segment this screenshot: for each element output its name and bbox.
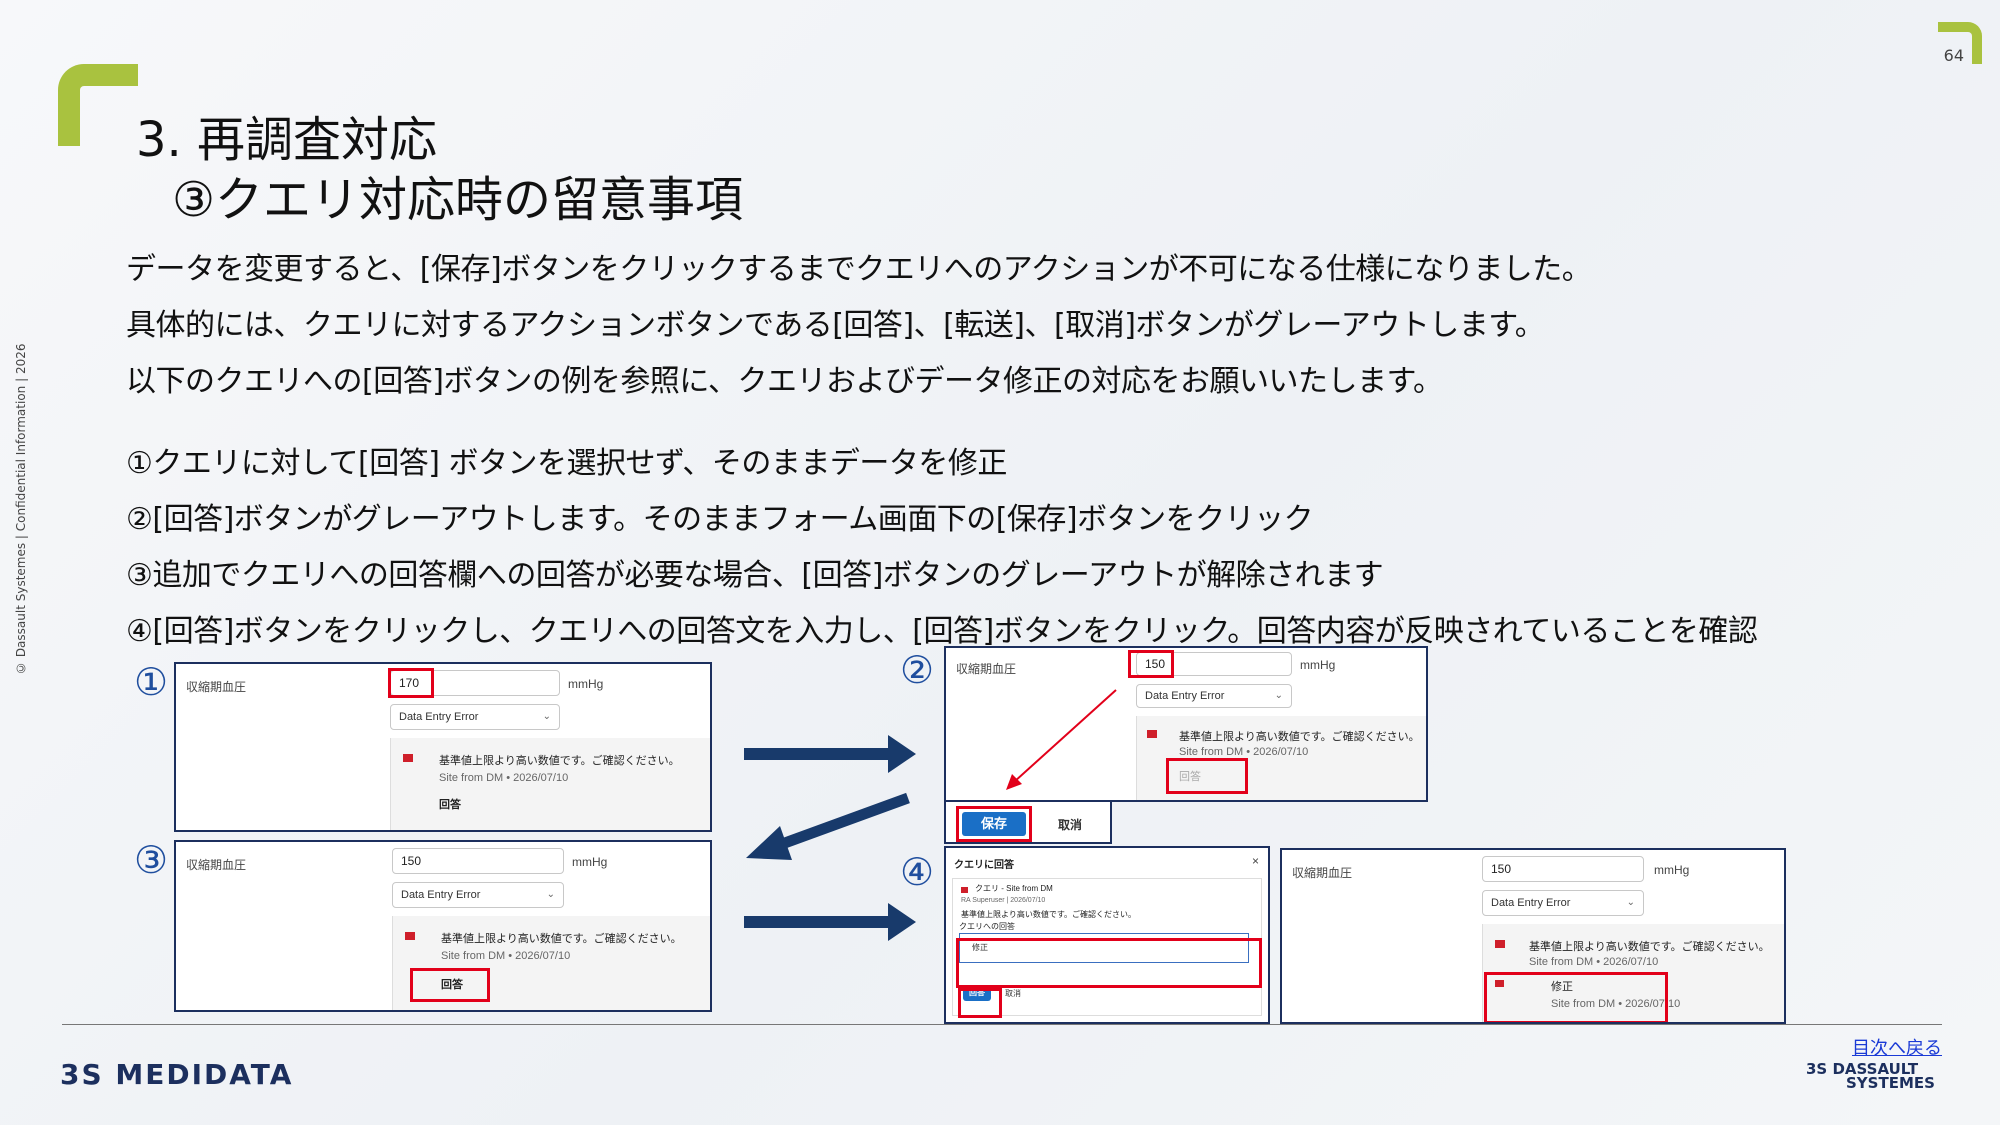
reason-select[interactable]: Data Entry Error ⌄ (392, 882, 564, 908)
query-text: 基準値上限より高い数値です。ご確認ください。 (441, 933, 682, 945)
dialog-title: クエリに回答 (954, 860, 1014, 871)
reason-select-value: Data Entry Error (401, 889, 481, 901)
unit-label: mmHg (568, 677, 604, 691)
flag-icon (1495, 940, 1505, 948)
query-panel: 基準値上限より高い数値です。ご確認ください。 Site from DM • 20… (392, 916, 710, 1010)
screenshot-step-2: 収縮期血圧 150 mmHg Data Entry Error ⌄ 基準値上限より… (944, 646, 1428, 802)
marker-1: ① (134, 660, 169, 704)
step-4: ④[回答]ボタンをクリックし、クエリへの回答文を入力し、[回答]ボタンをクリック… (126, 614, 1758, 649)
save-button[interactable]: 保存 (962, 812, 1026, 836)
answer-label: クエリへの回答 (959, 922, 1015, 931)
red-pointer-arrow (1006, 689, 1117, 790)
highlight-answer (1484, 972, 1668, 1022)
reply-icon (1495, 980, 1504, 987)
bp-value-input[interactable]: 170 (390, 670, 560, 696)
answer-input[interactable]: 修正 (959, 933, 1249, 963)
highlight-answer (956, 938, 1262, 988)
intro-line-1: データを変更すると、[保存]ボタンをクリックするまでクエリへのアクションが不可に… (126, 252, 1592, 287)
unit-label: mmHg (1654, 863, 1690, 877)
marker-2: ② (900, 648, 935, 692)
highlight-value (388, 668, 434, 698)
screenshot-step-3: 収縮期血圧 150 mmHg Data Entry Error ⌄ 基準値上限より… (174, 840, 712, 1012)
answer-text: 修正 (1551, 981, 1573, 993)
screenshot-step-4-dialog: クエリに回答 × クエリ - Site from DM RA Superuser… (944, 846, 1270, 1024)
query-meta: Site from DM • 2026/07/10 (441, 950, 571, 962)
dassault-logo: 3S DASSAULT SYSTEMES (1806, 1060, 1935, 1092)
reason-select[interactable]: Data Entry Error ⌄ (1136, 684, 1292, 708)
query-meta: Site from DM • 2026/07/10 (1179, 746, 1309, 758)
answer-meta: Site from DM • 2026/07/10 (1551, 998, 1681, 1010)
unit-label: mmHg (1300, 658, 1336, 672)
step-2: ②[回答]ボタンがグレーアウトします。そのままフォーム画面下の[保存]ボタンをク… (126, 502, 1314, 537)
query-text: 基準値上限より高い数値です。ご確認ください。 (439, 755, 680, 767)
dassault-logo-line1: 3S DASSAULT (1806, 1060, 1919, 1078)
form-footer-buttons: 保存 取消 (944, 800, 1112, 844)
reason-select-value: Data Entry Error (399, 711, 479, 723)
page-title: 3. 再調査対応 (136, 112, 438, 168)
confidential-notice: © Dassault Systemes | Confidential Infor… (14, 343, 28, 675)
screenshot-step-4-result: 収縮期血圧 150 mmHg Data Entry Error ⌄ 基準値上限より… (1280, 848, 1786, 1024)
bp-value-input[interactable]: 150 (392, 848, 564, 874)
query-meta: Site from DM • 2026/07/10 (1529, 956, 1659, 968)
chevron-down-icon: ⌄ (1274, 690, 1283, 701)
reply-button[interactable]: 回答 (439, 799, 461, 811)
marker-3: ③ (134, 838, 169, 882)
corner-bracket-top-left (58, 64, 138, 146)
answer-input-value: 修正 (972, 943, 988, 952)
field-label: 収縮期血圧 (186, 680, 247, 694)
dialog-query-head: クエリ - Site from DM (975, 884, 1053, 893)
corner-bracket-top-right (1938, 22, 1982, 64)
arrow-right-2 (744, 903, 916, 941)
dialog-query-text: 基準値上限より高い数値です。ご確認ください。 (961, 910, 1137, 919)
chevron-down-icon: ⌄ (1626, 897, 1635, 908)
reason-select-value: Data Entry Error (1145, 690, 1225, 702)
flag-icon (403, 754, 413, 762)
highlight-submit (958, 988, 1002, 1018)
dassault-logo-line2: SYSTEMES (1846, 1074, 1935, 1092)
field-label: 収縮期血圧 (956, 662, 1017, 676)
chevron-down-icon: ⌄ (546, 889, 555, 900)
reason-select[interactable]: Data Entry Error ⌄ (390, 704, 560, 730)
highlight-save (956, 806, 1032, 842)
intro-line-3: 以下のクエリへの[回答]ボタンの例を参照に、クエリおよびデータ修正の対応をお願い… (126, 364, 1443, 399)
flag-icon (405, 932, 415, 940)
dialog-body: クエリ - Site from DM RA Superuser | 2026/0… (952, 878, 1262, 1016)
query-meta: Site from DM • 2026/07/10 (439, 772, 569, 784)
reason-select-value: Data Entry Error (1491, 897, 1571, 909)
medidata-logo: 3S MEDIDATA (60, 1058, 294, 1091)
reply-button-disabled: 回答 (1179, 771, 1201, 783)
close-icon[interactable]: × (1252, 854, 1260, 868)
query-text: 基準値上限より高い数値です。ご確認ください。 (1529, 941, 1770, 953)
page-number: 64 (1943, 46, 1964, 65)
field-label: 収縮期血圧 (186, 858, 247, 872)
flag-icon (1147, 730, 1157, 738)
dialog-query-sub: RA Superuser | 2026/07/10 (961, 897, 1046, 904)
dialog-cancel-button[interactable]: 取消 (1005, 989, 1021, 998)
intro-line-2: 具体的には、クエリに対するアクションボタンである[回答]、[転送]、[取消]ボタ… (126, 308, 1545, 343)
marker-4: ④ (900, 850, 935, 894)
unit-label: mmHg (572, 855, 608, 869)
reply-button[interactable]: 回答 (441, 979, 463, 991)
reason-select[interactable]: Data Entry Error ⌄ (1482, 890, 1644, 916)
step-1: ①クエリに対して[回答] ボタンを選択せず、そのままデータを修正 (126, 446, 1007, 481)
screenshot-step-1: 収縮期血圧 170 mmHg Data Entry Error ⌄ 基準値上限より… (174, 662, 712, 832)
chevron-down-icon: ⌄ (542, 711, 551, 722)
page-subtitle: ③クエリ対応時の留意事項 (172, 172, 744, 228)
highlight-reply-disabled (1166, 758, 1248, 794)
step-3: ③追加でクエリへの回答欄への回答が必要な場合、[回答]ボタンのグレーアウトが解除… (126, 558, 1384, 593)
arrow-right-1 (744, 735, 916, 773)
query-panel: 基準値上限より高い数値です。ご確認ください。 Site from DM • 20… (390, 738, 710, 830)
field-label: 収縮期血圧 (1292, 866, 1353, 880)
footer-divider (62, 1024, 1942, 1025)
flag-icon (961, 887, 968, 893)
highlight-value (1128, 650, 1174, 678)
cancel-button[interactable]: 取消 (1058, 818, 1083, 832)
query-text: 基準値上限より高い数値です。ご確認ください。 (1179, 731, 1420, 743)
bp-value-input[interactable]: 150 (1482, 856, 1644, 882)
arrow-left-down (746, 792, 910, 860)
back-to-toc-link[interactable]: 目次へ戻る (1852, 1038, 1942, 1059)
highlight-reply (410, 968, 490, 1002)
bp-value-input[interactable]: 150 (1136, 652, 1292, 676)
